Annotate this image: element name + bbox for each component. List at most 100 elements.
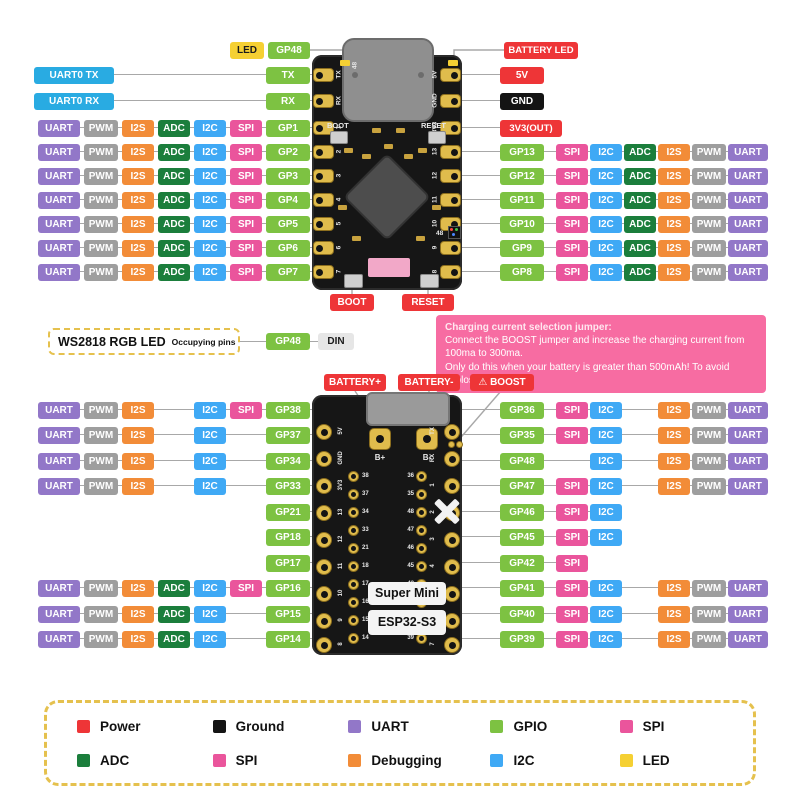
edge-hole xyxy=(448,482,456,490)
pad-hole xyxy=(451,196,458,204)
legend-label: SPI xyxy=(642,718,665,734)
smd-component xyxy=(338,205,347,210)
pin-gp12: GP12 xyxy=(500,167,544,185)
legend-item-adc: ADC xyxy=(77,753,213,768)
pin-gp11: GP11 xyxy=(500,191,544,209)
pin-gp9: GP9 xyxy=(500,239,544,257)
func-i2c-gp12: I2C xyxy=(590,167,622,185)
pcb-pin-number: 5 xyxy=(335,221,343,226)
pin-tx: TX xyxy=(266,66,310,84)
pcb-pin-number: 4 xyxy=(430,564,436,568)
func-i2c-gp13: I2C xyxy=(590,143,622,161)
func-i2c-gp2: I2C xyxy=(194,143,226,161)
pin-gp45: GP45 xyxy=(500,528,544,546)
func-spi-gp40: SPI xyxy=(556,605,588,623)
func-uart-gp2: UART xyxy=(38,143,80,161)
func-pwm-gp10: PWM xyxy=(692,215,726,233)
func-adc-gp14: ADC xyxy=(158,630,190,648)
pcb-pin-number: 13 xyxy=(431,147,439,156)
boost-jumper-pad xyxy=(456,441,463,448)
func-pwm-gp6: PWM xyxy=(84,239,118,257)
center-hole xyxy=(419,635,424,641)
func-spi-gp8: SPI xyxy=(556,263,588,281)
label-battery-led: BATTERY LED xyxy=(504,41,578,59)
func-spi-gp2: SPI xyxy=(230,143,262,161)
func-i2c-gp3: I2C xyxy=(194,167,226,185)
leader-line xyxy=(462,74,502,76)
func-adc-gp1: ADC xyxy=(158,119,190,137)
label-reset: RESET xyxy=(402,293,454,311)
legend-item-spi-2: SPI xyxy=(212,752,349,768)
pcb-pin-number: TX xyxy=(430,427,436,435)
pcb-pin-number: 11 xyxy=(338,562,344,570)
func-i2c-gp11: I2C xyxy=(590,191,622,209)
func-i2s-gp47: I2S xyxy=(658,477,690,495)
func-i2c-gp38: I2C xyxy=(194,401,226,419)
pin-gp16: GP16 xyxy=(266,579,310,597)
func-i2c-gp14: I2C xyxy=(194,630,226,648)
pin-gp17: GP17 xyxy=(266,554,310,572)
func-pwm-gp15: PWM xyxy=(84,605,118,623)
pin-gp7: GP7 xyxy=(266,263,310,281)
func-pwm-gp13: PWM xyxy=(692,143,726,161)
func-uart-gp6: UART xyxy=(38,239,80,257)
func-i2c-gp33: I2C xyxy=(194,477,226,495)
pad-hole xyxy=(316,268,323,276)
pad-hole xyxy=(451,172,458,180)
pin-5v: 5V xyxy=(500,66,544,84)
func-pwm-gp38: PWM xyxy=(84,401,118,419)
func-i2c-gp9: I2C xyxy=(590,239,622,257)
func-pwm-gp37: PWM xyxy=(84,426,118,444)
func-adc-gp2: ADC xyxy=(158,143,190,161)
legend-item-i2c: I2C xyxy=(490,753,619,768)
legend-swatch-spi xyxy=(619,719,633,733)
pin-gp47: GP47 xyxy=(500,477,544,495)
pin-gp21: GP21 xyxy=(266,503,310,521)
edge-hole xyxy=(320,641,328,649)
func-spi-gp38: SPI xyxy=(230,401,262,419)
leader-line xyxy=(38,434,312,436)
boot-switch-bottom xyxy=(344,274,363,288)
func-i2c-gp36: I2C xyxy=(590,401,622,419)
led-48-dot xyxy=(340,60,350,66)
func-i2c-gp5: I2C xyxy=(194,215,226,233)
smd-component xyxy=(432,205,441,210)
func-adc-gp10: ADC xyxy=(624,215,656,233)
leader-line xyxy=(38,460,312,462)
pcb-pin-number: 7 xyxy=(335,269,343,274)
bminus-label: B- xyxy=(422,453,432,462)
pad-hole xyxy=(451,220,458,228)
func-i2c-gp48: I2C xyxy=(590,452,622,470)
center-hole xyxy=(419,491,424,497)
func-i2s-gp15: I2S xyxy=(122,605,154,623)
func-i2c-gp47: I2C xyxy=(590,477,622,495)
func-uart-gp3: UART xyxy=(38,167,80,185)
center-hole xyxy=(351,617,356,623)
ws2818-title: WS2818 RGB LED xyxy=(58,334,166,349)
func-spi-gp10: SPI xyxy=(556,215,588,233)
bminus-hole xyxy=(423,435,431,443)
edge-hole xyxy=(448,641,456,649)
edge-hole xyxy=(448,428,456,436)
func-adc-gp13: ADC xyxy=(624,143,656,161)
func-spi-gp41: SPI xyxy=(556,579,588,597)
center-hole xyxy=(351,581,356,587)
pcb-text-48b: 48 xyxy=(436,230,444,237)
leader-line xyxy=(462,100,502,102)
pcb-pin-number: GND xyxy=(338,451,344,465)
func-pwm-gp1: PWM xyxy=(84,119,118,137)
legend-label: SPI xyxy=(235,752,258,768)
func-i2s-gp37: I2S xyxy=(122,426,154,444)
func-adc-gp16: ADC xyxy=(158,579,190,597)
func-uart-gp41: UART xyxy=(728,579,768,597)
label-battery-plus: BATTERY+ xyxy=(324,373,386,391)
func-pwm-gp11: PWM xyxy=(692,191,726,209)
func-pwm-gp47: PWM xyxy=(692,477,726,495)
func-i2s-gp10: I2S xyxy=(658,215,690,233)
label-boost-warning: ⚠ BOOST xyxy=(470,373,534,391)
smd-component xyxy=(416,236,425,241)
legend-swatch-power xyxy=(77,719,90,733)
func-i2s-gp48: I2S xyxy=(658,452,690,470)
pcb-pin-number: 36 xyxy=(407,472,414,479)
